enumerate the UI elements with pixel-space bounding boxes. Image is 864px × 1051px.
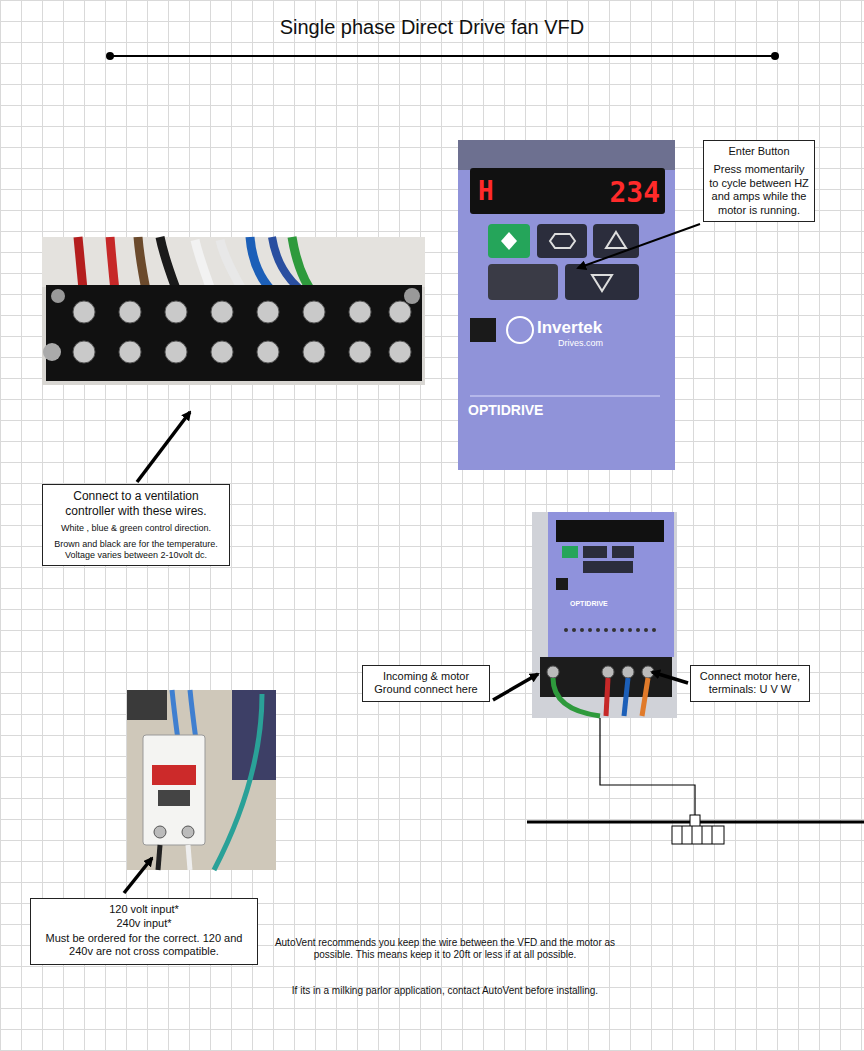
callout-text: Incoming & motor Ground connect here	[368, 670, 484, 697]
callout-text: Press momentarily to cycle between HZ an…	[709, 163, 809, 217]
brand-name: Invertek	[537, 318, 657, 338]
diagram-title: Single phase Direct Drive fan VFD	[0, 16, 864, 39]
callout-text: Connect to a ventilation controller with…	[48, 489, 224, 518]
callout-text: 120 volt input*	[36, 903, 252, 916]
callout-box: Enter ButtonPress momentarily to cycle b…	[703, 140, 815, 222]
callout-text: Brown and black are for the temperature.…	[48, 539, 224, 561]
callout-text: Enter Button	[709, 145, 809, 158]
product-name: OPTIDRIVE	[570, 600, 650, 608]
vfd-wiring-photo	[532, 512, 677, 718]
callout-text: Connect motor here, terminals: U V W	[696, 670, 804, 697]
callout-box: Connect motor here, terminals: U V W	[690, 665, 810, 702]
callout-text: Must be ordered for the correct. 120 and…	[36, 932, 252, 959]
callout-box: Incoming & motor Ground connect here	[362, 665, 490, 702]
terminal-block-photo	[42, 237, 425, 385]
keypad-photo	[458, 140, 675, 470]
motor-line	[527, 718, 864, 844]
note-text: If its in a milking parlor application, …	[268, 985, 622, 997]
display-text: H	[478, 176, 508, 207]
product-name: OPTIDRIVE	[468, 402, 608, 419]
title-rule	[106, 52, 779, 60]
callout-box: Connect to a ventilation controller with…	[42, 484, 230, 566]
display-text: 234	[560, 176, 660, 210]
callout-text: 240v input*	[36, 917, 252, 930]
note-text: AutoVent recommends you keep the wire be…	[268, 937, 622, 961]
callout-box: 120 volt input*240v input* Must be ordere…	[30, 898, 258, 965]
breaker-photo	[127, 690, 276, 870]
brand-name: Drives.com	[558, 338, 638, 349]
callout-text: White , blue & green control direction.	[48, 523, 224, 534]
